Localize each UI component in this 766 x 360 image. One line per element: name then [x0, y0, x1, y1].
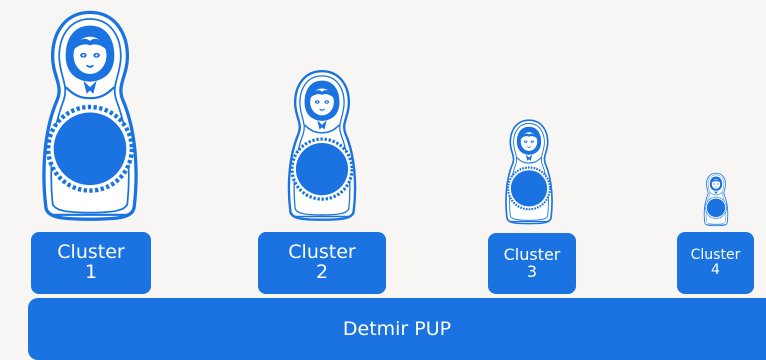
cluster-4-number: 4 — [711, 262, 720, 278]
cluster-3-number: 3 — [526, 261, 538, 281]
cluster-4-box: Cluster 4 — [677, 232, 754, 294]
matryoshka-doll-icon — [701, 172, 731, 228]
cluster-1-number: 1 — [84, 261, 98, 283]
base-label: Detmir PUP — [342, 318, 452, 340]
cluster-1-label: Cluster — [57, 241, 125, 264]
cluster-2-label: Cluster — [288, 241, 356, 264]
cluster-2-box: Cluster 2 — [258, 232, 386, 294]
cluster-2-number: 2 — [315, 261, 329, 283]
detmir-pup-base: Detmir PUP — [28, 298, 766, 360]
cluster-4-label: Cluster — [690, 247, 741, 264]
cluster-3-box: Cluster 3 — [488, 233, 576, 294]
cluster-3-label: Cluster — [503, 244, 561, 264]
matryoshka-doll-icon — [499, 118, 559, 228]
matryoshka-doll-icon — [279, 68, 365, 226]
cluster-1-box: Cluster 1 — [31, 232, 151, 294]
matryoshka-doll-icon — [30, 8, 150, 228]
